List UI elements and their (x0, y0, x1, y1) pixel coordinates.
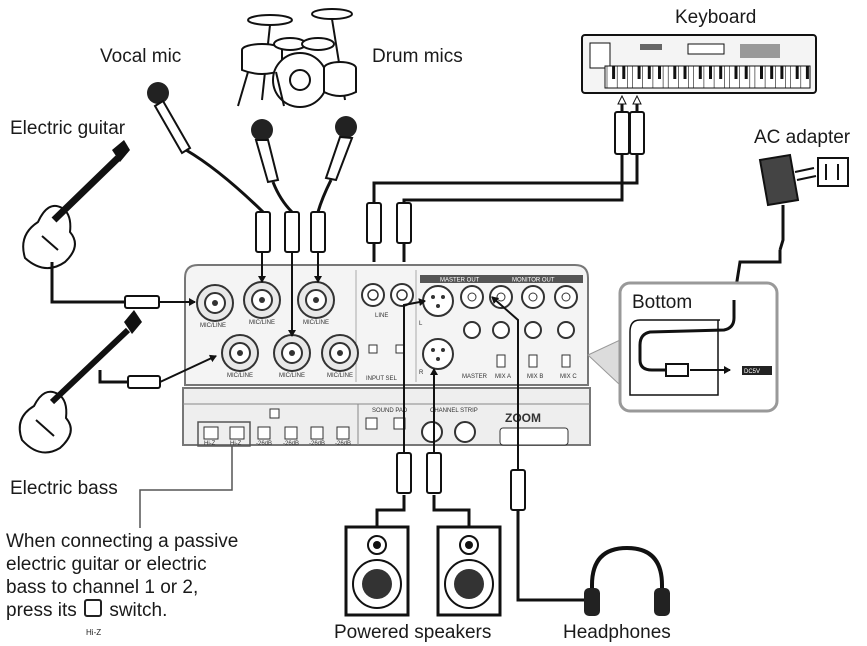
note-line-3: bass to channel 1 or 2, (6, 577, 199, 598)
drum-mic-1 (251, 119, 294, 214)
hi-z-note: When connecting a passive electric guita… (6, 530, 239, 637)
master-label: MASTER (462, 374, 488, 380)
keyboard-label: Keyboard (675, 7, 757, 28)
note-switch-text: switch. (109, 600, 168, 621)
hi-z-switch-ch2[interactable] (229, 426, 245, 440)
note-line-1: When connecting a passive (6, 531, 239, 552)
mix-b-label: MIX B (527, 374, 543, 380)
black-key (683, 66, 687, 79)
combo-jack-ch2[interactable] (221, 334, 259, 372)
black-key (612, 66, 616, 79)
speaker-right (436, 525, 502, 617)
mic-line-label-3: MIC/LINE (249, 320, 275, 326)
black-key (622, 66, 626, 79)
black-key (709, 66, 712, 79)
mic-line-label-2: MIC/LINE (227, 373, 253, 379)
keyboard-illustration (581, 34, 817, 94)
mic-line-label-5: MIC/LINE (303, 320, 329, 326)
black-key (658, 66, 661, 79)
ac-adapter (732, 153, 849, 301)
mix-c-switch[interactable] (561, 354, 571, 368)
sound-pad-label: SOUND PAD (372, 408, 408, 414)
pad-label-5: -26dB (309, 441, 325, 447)
master-out-label: MASTER OUT (440, 278, 480, 284)
speaker-left (344, 525, 410, 617)
electric-bass-label: Electric bass (10, 478, 118, 499)
hi-z-caption: Hi-Z (86, 628, 102, 637)
powered-speakers-label: Powered speakers (334, 622, 492, 643)
drum-kit (237, 8, 357, 108)
hi-z-label-2: Hi-Z (230, 441, 242, 447)
black-key (698, 66, 702, 79)
drum-mics-label: Drum mics (372, 46, 463, 67)
input-sel-button-8[interactable] (395, 344, 405, 354)
mic-line-label-4: MIC/LINE (279, 373, 305, 379)
combo-jack-ch6[interactable] (321, 334, 359, 372)
ac-adapter-label: AC adapter (754, 127, 851, 148)
master-r-label: R (419, 370, 424, 376)
black-key (805, 66, 809, 79)
channel-strip-label: CHANNEL STRIP (430, 408, 478, 414)
pad-label-4: -26dB (283, 441, 299, 447)
mix-a-switch[interactable] (496, 354, 506, 368)
hi-z-switch-icon: Hi-Z (84, 599, 103, 637)
line-label: LINE (375, 313, 388, 319)
master-out-l-jack[interactable] (422, 285, 454, 317)
headphones-illustration (584, 545, 670, 616)
bottom-inset: DC5V (587, 281, 779, 413)
monitor-out-jacks (460, 285, 578, 339)
combo-jack-ch3[interactable] (243, 281, 281, 319)
headphones-label: Headphones (563, 622, 671, 643)
black-key (760, 66, 763, 79)
vocal-mic (147, 82, 265, 214)
black-key (647, 66, 651, 79)
note-press-text: press its (6, 600, 77, 621)
black-key (780, 66, 784, 79)
input-sel-button-7[interactable] (368, 344, 378, 354)
black-key (795, 66, 799, 79)
line-jack-ch7[interactable] (361, 283, 385, 307)
mix-b-switch[interactable] (528, 354, 538, 368)
input-sel-label: INPUT SEL (366, 376, 398, 382)
mixer: MASTER OUT MONITOR OUT (182, 264, 591, 447)
combo-jack-ch4[interactable] (273, 334, 311, 372)
zoom-logo: ZOOM (505, 411, 541, 425)
black-key (719, 66, 723, 79)
pad-label-6: -26dB (335, 441, 351, 447)
monitor-out-label: MONITOR OUT (512, 278, 555, 284)
dc5v-label: DC5V (744, 369, 760, 375)
master-out-r-jack[interactable] (422, 338, 454, 370)
black-key (744, 66, 748, 79)
electric-guitar-label: Electric guitar (10, 118, 126, 139)
combo-jack-ch5[interactable] (297, 281, 335, 319)
mic-line-label-6: MIC/LINE (327, 373, 353, 379)
black-key (673, 66, 677, 79)
keyboard-keys (606, 66, 809, 88)
bottom-label: Bottom (632, 292, 693, 313)
note-line-4: press its Hi-Z switch. (6, 599, 238, 637)
drum-mic-2 (316, 116, 357, 213)
master-l-label: L (419, 321, 423, 327)
black-key (637, 66, 641, 79)
black-key (770, 66, 774, 79)
hi-z-label-1: Hi-Z (204, 441, 216, 447)
vocal-mic-label: Vocal mic (100, 46, 182, 67)
line-jack-ch8[interactable] (390, 283, 414, 307)
electric-guitar (22, 140, 130, 269)
black-key (734, 66, 738, 79)
mic-line-label-1: MIC/LINE (200, 323, 226, 329)
electric-bass (18, 310, 142, 454)
hi-z-switch-ch1[interactable] (203, 426, 219, 440)
mix-c-label: MIX C (560, 374, 577, 380)
note-line-2: electric guitar or electric (6, 554, 207, 575)
pad-label-3: -26dB (256, 441, 272, 447)
combo-jack-ch1[interactable] (196, 284, 234, 322)
mix-a-label: MIX A (495, 374, 511, 380)
